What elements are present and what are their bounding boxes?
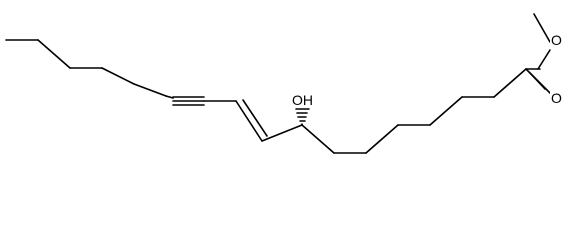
alkyl-chain xyxy=(5,39,174,99)
allylic-bond xyxy=(261,124,303,142)
trans-double-bond xyxy=(235,99,268,142)
methylene-chain xyxy=(301,68,527,154)
ester-oxygen-double-label: O xyxy=(550,90,563,106)
triple-bond xyxy=(172,96,205,106)
skeletal-formula xyxy=(5,13,551,154)
hashed-wedge-bond xyxy=(295,108,310,126)
ester-group xyxy=(525,13,551,94)
ester-oxygen-single-label: O xyxy=(550,32,563,48)
hydroxyl-label: OH xyxy=(291,92,314,108)
structure-canvas: OH O O xyxy=(5,13,563,154)
